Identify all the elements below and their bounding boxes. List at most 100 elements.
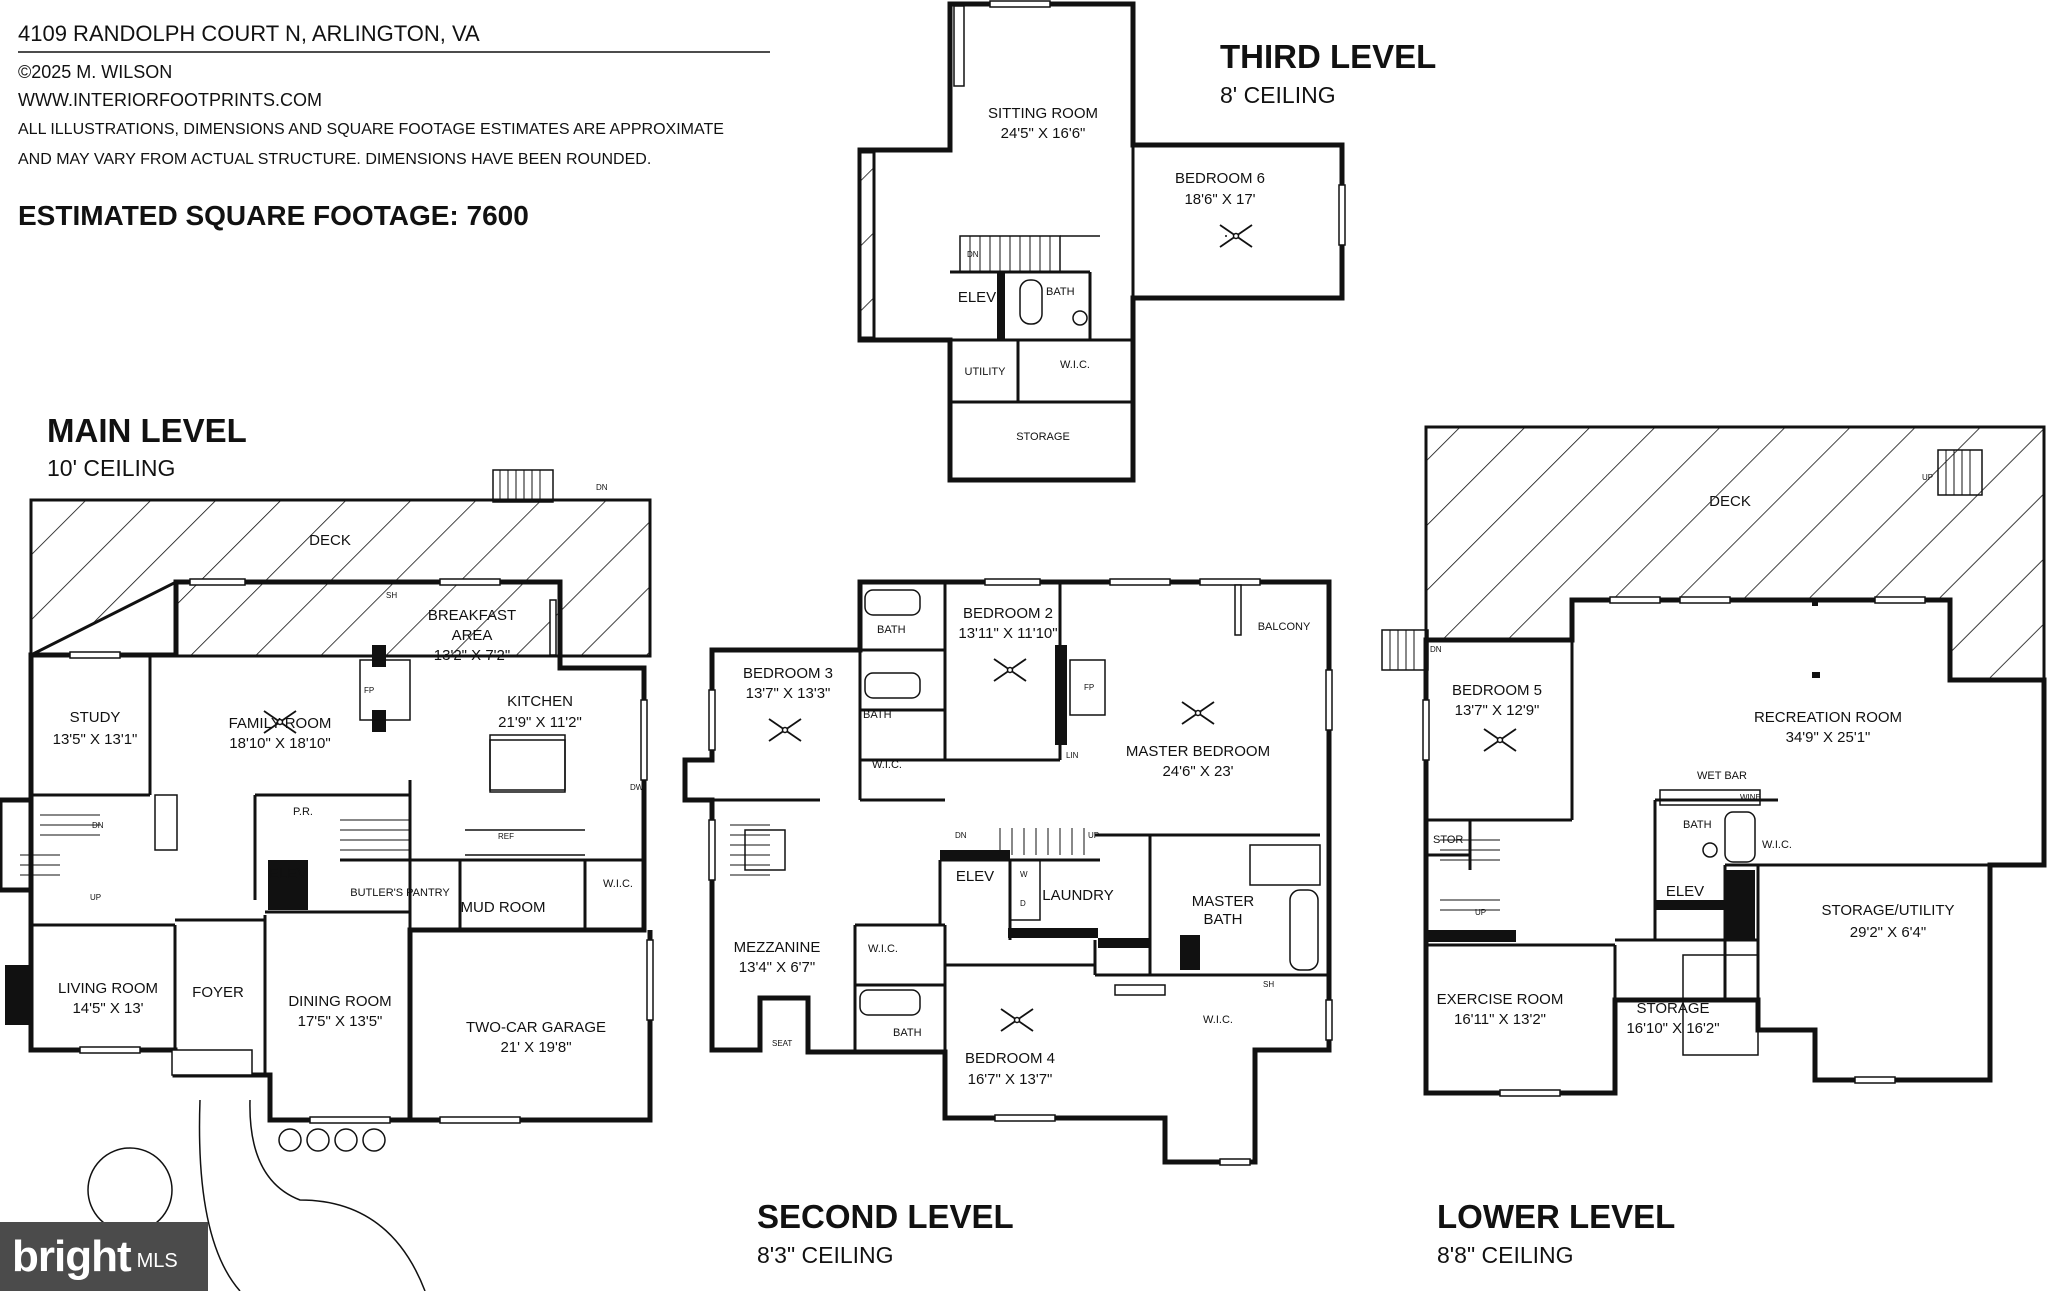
- main-kitchen-dim: 21'9" X 11'2": [498, 714, 582, 731]
- lower-storage-utility-dim: 29'2" X 6'4": [1850, 924, 1926, 941]
- lower-level-ceiling: 8'8" CEILING: [1437, 1242, 1574, 1268]
- bright-logo-word: bright: [12, 1231, 132, 1281]
- third-level-plan: SITTING ROOM 24'5" X 16'6" BEDROOM 6 18'…: [857, 0, 1436, 483]
- second-bath-3-label: BATH: [893, 1027, 922, 1039]
- lower-exercise-dim: 16'11" X 13'2": [1454, 1011, 1546, 1028]
- second-bedroom-3-dim: 13'7" X 13'3": [746, 685, 831, 702]
- second-laundry-label: LAUNDRY: [1042, 887, 1113, 904]
- main-garage-dim: 21' X 19'8": [500, 1039, 571, 1056]
- third-wic-label: W.I.C.: [1060, 359, 1090, 371]
- second-bedroom-2-dim: 13'11" X 11'10": [958, 625, 1057, 642]
- second-sh-label: SH: [1263, 980, 1274, 989]
- second-master-bath-label-2: BATH: [1204, 911, 1243, 928]
- lower-up-label: UP: [1922, 473, 1933, 482]
- lower-deck-label: DECK: [1709, 493, 1751, 510]
- second-level-ceiling: 8'3" CEILING: [757, 1242, 894, 1268]
- second-master-label: MASTER BEDROOM: [1126, 743, 1270, 760]
- main-breakfast-label-2: AREA: [452, 627, 493, 644]
- ceiling-fan-icon: [768, 718, 802, 742]
- second-bedroom-4-label: BEDROOM 4: [965, 1050, 1055, 1067]
- second-washer-label: W: [1020, 870, 1028, 879]
- lower-storage-utility-label: STORAGE/UTILITY: [1821, 902, 1954, 919]
- square-footage: ESTIMATED SQUARE FOOTAGE: 7600: [18, 200, 529, 231]
- second-lin-label: LIN: [1066, 751, 1079, 760]
- main-dn-label: DN: [92, 821, 104, 830]
- disclaimer-line-1: ALL ILLUSTRATIONS, DIMENSIONS AND SQUARE…: [18, 121, 724, 138]
- main-level-title: MAIN LEVEL: [47, 412, 247, 449]
- ceiling-fan-icon: [993, 658, 1027, 682]
- lower-storage-label: STORAGE: [1636, 1000, 1709, 1017]
- second-wic-3-label: W.I.C.: [1203, 1014, 1233, 1026]
- main-study-dim: 13'5" X 13'1": [53, 731, 138, 748]
- main-dining-label: DINING ROOM: [288, 993, 391, 1010]
- main-garage-label: TWO-CAR GARAGE: [466, 1019, 606, 1036]
- ceiling-fan-icon: [1000, 1008, 1034, 1032]
- second-dn-label: DN: [955, 831, 967, 840]
- main-kitchen-label: KITCHEN: [507, 693, 573, 710]
- second-level-plan: BEDROOM 2 13'11" X 11'10" BEDROOM 3 13'7…: [682, 578, 1333, 1268]
- second-bath-1-label: BATH: [877, 624, 906, 636]
- second-master-bath-label-1: MASTER: [1192, 893, 1255, 910]
- second-bath-2-label: BATH: [863, 709, 892, 721]
- second-level-title: SECOND LEVEL: [757, 1198, 1014, 1235]
- main-ref-label: REF: [498, 832, 514, 841]
- main-family-label: FAMILY ROOM: [229, 715, 332, 732]
- main-sh-label: SH: [386, 591, 397, 600]
- second-mezzanine-label: MEZZANINE: [734, 939, 821, 956]
- bright-logo-suffix: MLS: [136, 1250, 178, 1272]
- third-bedroom-6-label: BEDROOM 6: [1175, 170, 1265, 187]
- second-wic-label: W.I.C.: [872, 759, 902, 771]
- main-deck-dn: DN: [596, 483, 608, 492]
- ceiling-fan-icon: [1181, 701, 1215, 725]
- lower-exercise-label: EXERCISE ROOM: [1437, 991, 1564, 1008]
- main-fp-label: FP: [364, 686, 374, 695]
- lower-wic-label: W.I.C.: [1762, 839, 1792, 851]
- main-wic-label: W.I.C.: [603, 878, 633, 890]
- main-pr-label: P.R.: [293, 806, 313, 818]
- lower-storage-dim: 16'10" X 16'2": [1626, 1020, 1719, 1037]
- stair-lines-third: [969, 236, 1051, 272]
- second-elev-label: ELEV: [956, 868, 994, 885]
- main-living-dim: 14'5" X 13': [72, 1000, 143, 1017]
- main-dining-dim: 17'5" X 13'5": [298, 1013, 383, 1030]
- lower-stor-label: STOR: [1433, 834, 1463, 846]
- lower-level-title: LOWER LEVEL: [1437, 1198, 1675, 1235]
- lower-bedroom-5-dim: 13'7" X 12'9": [1455, 702, 1540, 719]
- second-bedroom-2-label: BEDROOM 2: [963, 605, 1053, 622]
- main-mud-label: MUD ROOM: [461, 899, 546, 916]
- disclaimer-line-2: AND MAY VARY FROM ACTUAL STRUCTURE. DIME…: [18, 151, 651, 168]
- third-level-ceiling: 8' CEILING: [1220, 82, 1336, 108]
- third-dn-label: DN: [967, 250, 979, 259]
- lower-wet-bar-label: WET BAR: [1697, 770, 1747, 782]
- address-title: 4109 RANDOLPH COURT N, ARLINGTON, VA: [18, 21, 480, 46]
- lower-dn-label: DN: [1430, 645, 1442, 654]
- third-utility-label: UTILITY: [965, 366, 1007, 378]
- third-level-title: THIRD LEVEL: [1220, 38, 1436, 75]
- copyright-text: ©2025 M. WILSON: [18, 62, 172, 82]
- third-sitting-room-label: SITTING ROOM: [988, 105, 1098, 122]
- lower-up-stair-label: UP: [1475, 908, 1486, 917]
- main-butlers-label: BUTLER'S PANTRY: [350, 887, 450, 899]
- lower-bath-label: BATH: [1683, 819, 1712, 831]
- website-text: WWW.INTERIORFOOTPRINTS.COM: [18, 90, 322, 110]
- lower-wine-label: WINE: [1740, 793, 1761, 802]
- main-level-plan: MAIN LEVEL 10' CEILING DECK DN: [0, 412, 654, 1291]
- bright-mls-logo: bright MLS: [0, 1222, 208, 1291]
- second-mezzanine-dim: 13'4" X 6'7": [739, 959, 815, 976]
- lower-elev-label: ELEV: [1666, 883, 1704, 900]
- main-deck-label: DECK: [309, 532, 351, 549]
- second-dryer-label: D: [1020, 899, 1026, 908]
- ceiling-fan-icon: [1219, 224, 1253, 248]
- third-bath-label: BATH: [1046, 286, 1075, 298]
- second-master-dim: 24'6" X 23': [1162, 763, 1233, 780]
- main-breakfast-dim: 13'2" X 7'2": [434, 647, 510, 664]
- second-balcony-label: BALCONY: [1258, 621, 1311, 633]
- main-study-label: STUDY: [70, 709, 121, 726]
- second-up-label: UP: [1088, 831, 1099, 840]
- main-breakfast-label-1: BREAKFAST: [428, 607, 516, 624]
- third-bedroom-6-dim: 18'6" X 17': [1184, 191, 1255, 208]
- lower-bedroom-5-label: BEDROOM 5: [1452, 682, 1542, 699]
- main-level-ceiling: 10' CEILING: [47, 455, 175, 481]
